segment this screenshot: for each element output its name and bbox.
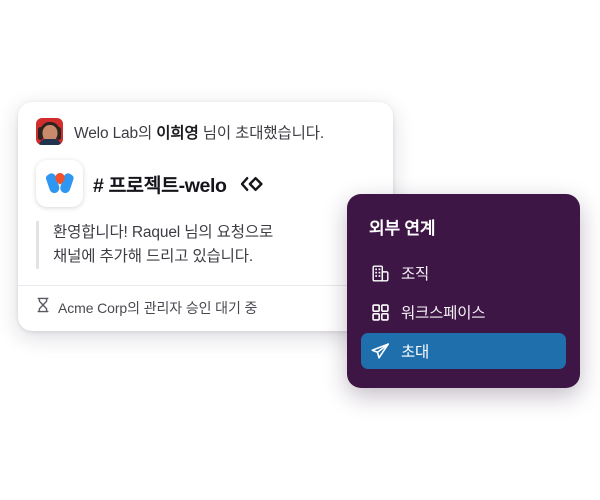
- invitation-suffix: 님이 초대했습니다.: [198, 124, 324, 142]
- channel-hash: #: [93, 175, 104, 197]
- invitation-body: 환영합니다! Raquel 님의 요청으로 채널에 추가해 드리고 있습니다.: [18, 221, 393, 285]
- welo-logo-icon: [36, 160, 83, 207]
- building-icon: [370, 263, 390, 283]
- external-connections-panel: 외부 연계 조직: [347, 194, 580, 388]
- panel-title: 외부 연계: [369, 219, 436, 238]
- channel-name: # 프로젝트-welo: [93, 169, 227, 198]
- invitation-header-text: Welo Lab의 이희영 님이 초대했습니다.: [74, 121, 324, 143]
- sidebar-item-invite-label: 초대: [401, 344, 430, 361]
- invitation-quote: 환영합니다! Raquel 님의 요청으로 채널에 추가해 드리고 있습니다.: [36, 221, 375, 270]
- sidebar-item-workspace[interactable]: 워크스페이스: [361, 294, 566, 330]
- inviter-name: 이희영: [156, 124, 199, 142]
- grid-workspace-icon: [370, 302, 390, 322]
- code-diamond-icon[interactable]: [240, 175, 264, 193]
- channel-name-text: 프로젝트-welo: [108, 175, 227, 197]
- avatar-face: [42, 125, 57, 142]
- channel-row[interactable]: # 프로젝트-welo: [18, 156, 393, 221]
- sidebar-item-organization[interactable]: 조직: [361, 255, 566, 291]
- avatar-hair-left: [38, 127, 43, 140]
- inviter-avatar: [36, 118, 63, 145]
- avatar-hair-right: [56, 127, 61, 140]
- inviter-org-prefix: Welo Lab의: [74, 124, 157, 142]
- invitation-header: Welo Lab의 이희영 님이 초대했습니다.: [18, 102, 393, 156]
- invitation-footer: Acme Corp의 관리자 승인 대기 중: [18, 285, 393, 331]
- hourglass-icon: [36, 297, 50, 318]
- invitation-status-text: Acme Corp의 관리자 승인 대기 중: [58, 299, 258, 316]
- invitation-body-line-2: 채널에 추가해 드리고 있습니다.: [53, 248, 254, 266]
- sidebar-item-workspace-label: 워크스페이스: [401, 305, 486, 322]
- avatar-body: [38, 139, 61, 145]
- paper-plane-icon: [370, 341, 390, 361]
- invitation-body-line-1: 환영합니다! Raquel 님의 요청으로: [53, 224, 274, 241]
- sidebar-item-organization-label: 조직: [401, 266, 430, 283]
- invitation-card: Welo Lab의 이희영 님이 초대했습니다. # 프로젝트-welo 환: [18, 102, 393, 332]
- sidebar-item-invite[interactable]: 초대: [361, 333, 566, 369]
